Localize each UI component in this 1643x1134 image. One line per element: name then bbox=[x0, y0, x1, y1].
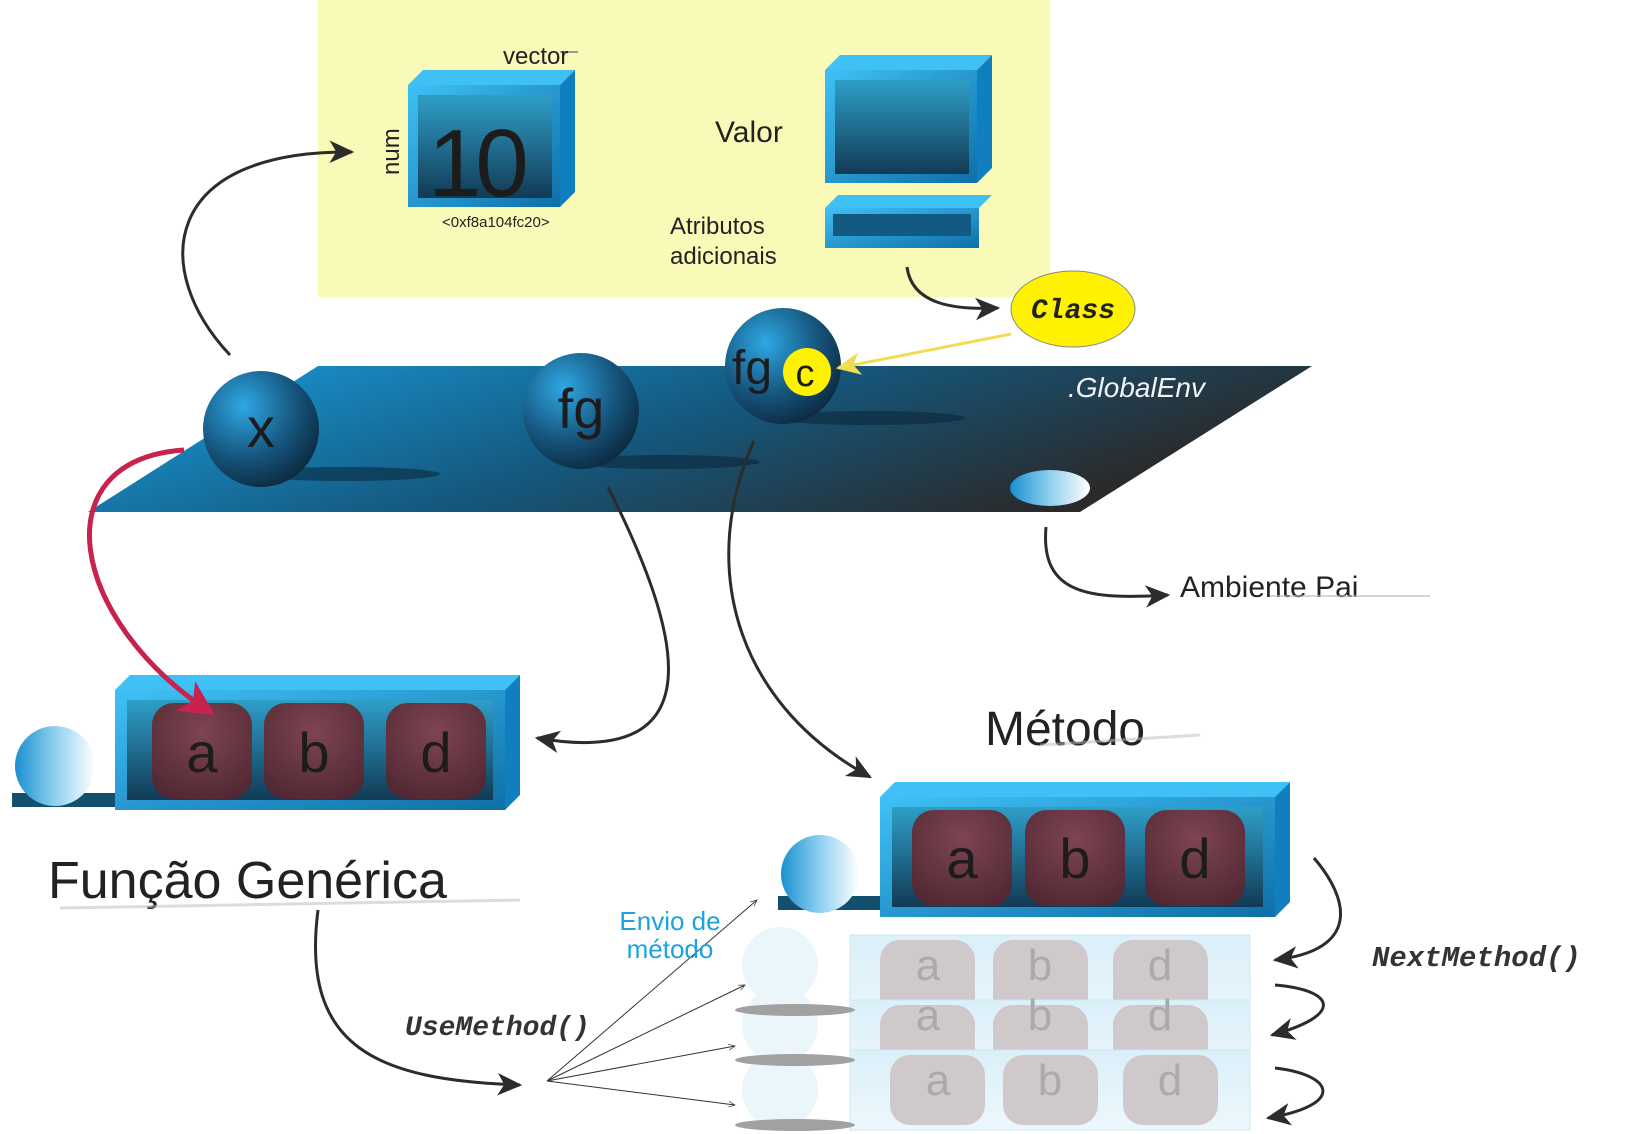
svg-text:b: b bbox=[298, 721, 329, 784]
svg-text:a: a bbox=[926, 1056, 951, 1105]
dispatch-fan-arrows bbox=[546, 900, 757, 1105]
symbol-fgc-label: fg bbox=[732, 342, 772, 395]
object-panel: vector num 10 <0xf8a104fc20> Valor Atrib… bbox=[318, 0, 1050, 297]
svg-text:a: a bbox=[186, 721, 218, 784]
method-arg-a: a bbox=[912, 810, 1012, 906]
generic-env-ball bbox=[15, 726, 95, 806]
svg-text:a: a bbox=[916, 991, 941, 1040]
parent-env-hole bbox=[1010, 470, 1090, 506]
generic-arg-b: b bbox=[264, 703, 364, 799]
fg-to-generic-arrow bbox=[534, 486, 670, 753]
class-bubble-label: Class bbox=[1031, 296, 1115, 327]
generic-function-box: a b d bbox=[12, 675, 520, 810]
svg-text:b: b bbox=[1028, 941, 1052, 990]
svg-text:b: b bbox=[1028, 991, 1052, 1040]
class-marker-label: c bbox=[796, 353, 815, 395]
method-title: Método bbox=[985, 703, 1145, 756]
vector-type-label: vector bbox=[503, 43, 568, 70]
parent-env-arrow bbox=[1044, 526, 1171, 608]
symbol-x-label: x bbox=[247, 396, 275, 459]
generic-to-usemethod-arrow bbox=[314, 909, 523, 1096]
svg-text:d: d bbox=[1148, 991, 1172, 1040]
vector-value: 10 bbox=[428, 110, 525, 217]
dispatch-label-line2: método bbox=[627, 934, 714, 964]
ghost-method-3: a b d bbox=[742, 1049, 1251, 1131]
method-arg-d: d bbox=[1145, 810, 1245, 906]
value-label: Valor bbox=[715, 116, 783, 149]
vector-box bbox=[408, 51, 578, 207]
usemethod-label: UseMethod() bbox=[405, 1013, 590, 1044]
generic-arg-a: a bbox=[152, 703, 252, 799]
method-arg-b: b bbox=[1025, 810, 1125, 906]
symbol-x: x bbox=[203, 371, 319, 487]
attributes-box bbox=[825, 195, 992, 248]
generic-arg-d: d bbox=[386, 703, 486, 799]
svg-text:b: b bbox=[1059, 827, 1090, 890]
method-box: a b d bbox=[778, 782, 1290, 917]
svg-text:a: a bbox=[916, 941, 941, 990]
svg-text:b: b bbox=[1038, 1056, 1062, 1105]
x-to-object-arrow bbox=[181, 140, 355, 357]
class-bubble: Class bbox=[1010, 270, 1136, 348]
mode-label: num bbox=[378, 128, 405, 175]
dispatch-label-line1: Envio de bbox=[619, 906, 720, 936]
svg-text:d: d bbox=[420, 721, 451, 784]
value-box bbox=[825, 55, 992, 183]
attributes-label-line1: Atributos bbox=[670, 213, 765, 240]
svg-text:a: a bbox=[946, 827, 978, 890]
attributes-label-line2: adicionais bbox=[670, 243, 777, 270]
generic-function-title: Função Genérica bbox=[48, 852, 447, 910]
parent-env-label: Ambiente Pai bbox=[1180, 571, 1358, 604]
class-to-marker-arrow bbox=[835, 332, 1012, 375]
fgc-to-method-arrow bbox=[727, 440, 872, 779]
nextmethod-label: NextMethod() bbox=[1372, 942, 1581, 975]
svg-text:d: d bbox=[1158, 1056, 1182, 1105]
env-name: .GlobalEnv bbox=[1068, 372, 1207, 403]
symbol-fg: fg bbox=[523, 353, 639, 469]
attributes-to-class-arrow bbox=[905, 266, 1001, 321]
nextmethod-arrows bbox=[1265, 857, 1343, 1126]
x-to-arg-a-arrow bbox=[86, 447, 215, 716]
memory-address: <0xf8a104fc20> bbox=[442, 214, 550, 231]
symbol-fg-label: fg bbox=[558, 377, 605, 440]
class-marker bbox=[783, 348, 831, 396]
ghost-method-stack: a b d a b d a b d bbox=[735, 927, 1251, 1131]
svg-text:d: d bbox=[1179, 827, 1210, 890]
svg-text:d: d bbox=[1148, 941, 1172, 990]
symbol-fg-c: fg c bbox=[725, 308, 841, 424]
method-env-ball bbox=[781, 835, 859, 913]
